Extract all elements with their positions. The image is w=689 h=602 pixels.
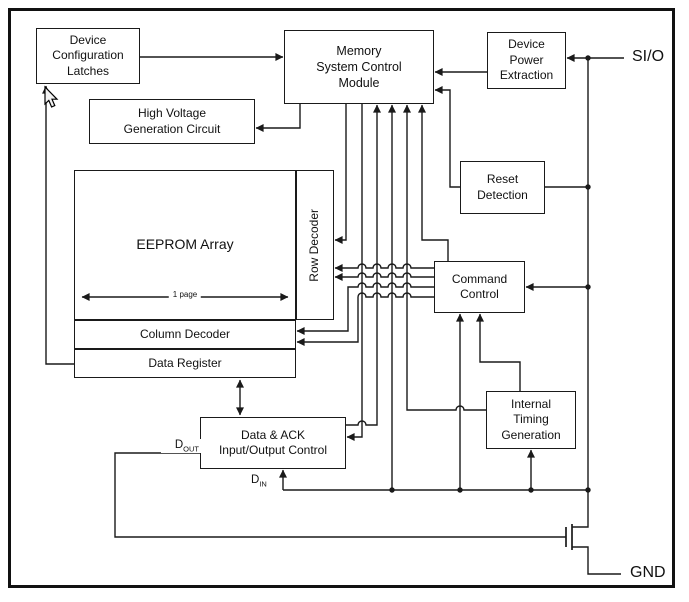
block-label: Data & ACK Input/Output Control bbox=[218, 427, 328, 457]
block-column-decoder: Column Decoder bbox=[74, 320, 296, 349]
block-label: Reset Detection bbox=[477, 172, 528, 202]
signal-label-din: DIN bbox=[249, 474, 269, 489]
block-data-register: Data Register bbox=[74, 349, 296, 378]
block-row-decoder: Row Decoder bbox=[296, 170, 334, 320]
block-label: Device Configuration Latches bbox=[52, 32, 124, 78]
block-command-control: Command Control bbox=[434, 261, 525, 313]
signal-label-dout: DOUT bbox=[161, 439, 201, 454]
block-reset-detection: Reset Detection bbox=[460, 161, 545, 214]
block-label: High Voltage Generation Circuit bbox=[123, 106, 221, 136]
block-device-configuration-latches: Device Configuration Latches bbox=[36, 28, 140, 84]
block-memory-system-control-module: Memory System Control Module bbox=[284, 30, 434, 104]
block-label: Column Decoder bbox=[139, 326, 231, 341]
block-label: Command Control bbox=[451, 271, 508, 301]
signal-dout-base: D bbox=[174, 439, 184, 451]
signal-din-sub: IN bbox=[259, 479, 267, 489]
block-label: Internal Timing Generation bbox=[501, 396, 561, 442]
block-internal-timing-generation: Internal Timing Generation bbox=[486, 391, 576, 449]
block-label: Memory System Control Module bbox=[316, 44, 402, 90]
block-label: Row Decoder bbox=[307, 208, 322, 282]
page-width-label: 1 page bbox=[168, 290, 202, 299]
block-high-voltage-generation-circuit: High Voltage Generation Circuit bbox=[89, 99, 255, 144]
pin-label-gnd: GND bbox=[628, 564, 668, 582]
block-device-power-extraction: Device Power Extraction bbox=[487, 32, 566, 89]
block-label: Data Register bbox=[148, 355, 222, 370]
block-label: EEPROM Array bbox=[136, 236, 234, 253]
block-label: Device Power Extraction bbox=[499, 37, 554, 83]
pin-label-sio: SI/O bbox=[630, 48, 667, 66]
block-data-ack-io-control: Data & ACK Input/Output Control bbox=[200, 417, 346, 469]
signal-dout-sub: OUT bbox=[183, 444, 199, 454]
